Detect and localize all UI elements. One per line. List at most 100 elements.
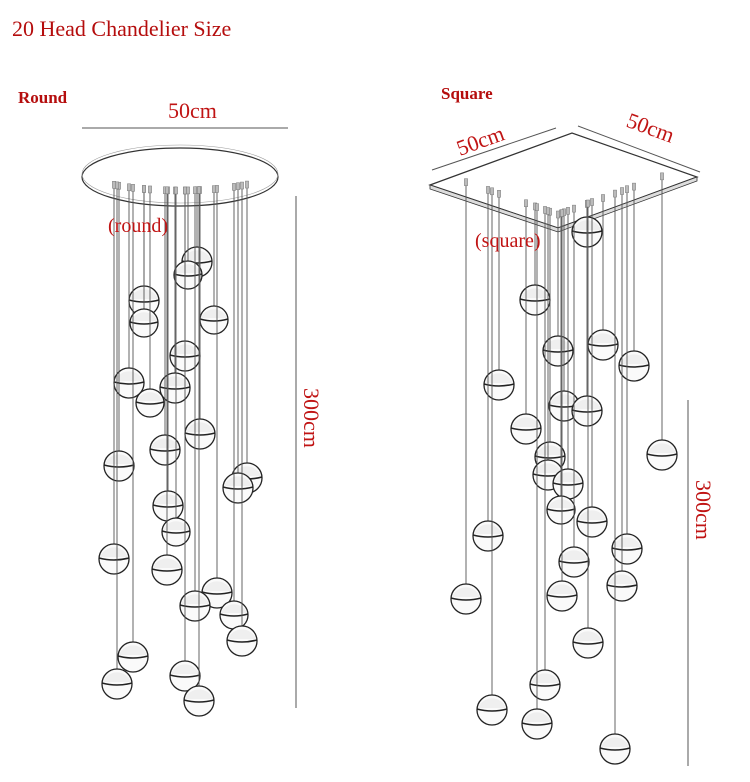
globe-upper-shade [560,550,588,560]
globe-band [476,708,508,712]
globe-band [546,508,576,512]
cord-fitting [131,184,135,192]
globe-upper-shade [185,689,213,699]
globe-band [552,482,584,486]
cord-fitting [601,194,605,202]
globe-band [587,343,619,347]
cord-fitting [590,198,594,206]
cord-fitting [165,186,169,195]
cord-fitting [660,172,664,181]
cord-fitting [464,178,468,186]
globe-band [183,699,215,703]
cord-fitting [193,186,197,194]
globe-upper-shade [521,288,549,298]
cord-fitting [632,182,636,191]
globe-band [135,401,165,405]
globe-upper-shade [175,264,201,273]
globe-band [618,364,650,368]
square-label: Square [441,84,493,103]
globe-upper-shade [550,394,578,404]
globe-upper-shade [221,604,247,613]
globe-band [222,486,254,490]
cord-fitting [586,199,590,208]
globe-upper-shade [452,587,480,597]
globe-upper-shade [523,712,551,722]
globe-upper-shade [648,443,676,453]
globe-upper-shade [601,737,629,747]
globe-band [519,298,551,302]
globe-band [101,682,133,686]
cord-fitting [625,185,629,193]
square-pendants [450,172,678,765]
cord-fitting [112,181,116,189]
globe-band [201,591,233,595]
globe-upper-shade [151,438,179,448]
globe-upper-shade [131,312,157,321]
globe-upper-shade [474,524,502,534]
globe-band [606,584,638,588]
globe-band [611,547,643,551]
globe-band [159,386,191,390]
globe-band [472,534,504,538]
globe-upper-shade [186,422,214,432]
globe-band [199,318,229,322]
cord-fitting [245,180,249,189]
cord-fitting [148,185,152,194]
globe-band [529,683,561,687]
cord-fitting [572,204,576,213]
globe-upper-shade [478,698,506,708]
globe-band [113,381,145,385]
globe-band [450,597,482,601]
globe-band [483,383,515,387]
globe-band [179,604,211,608]
cord-fitting [186,186,190,195]
square-side-b-dimension-line [577,125,701,173]
globe-band [161,530,191,534]
globe-band [546,594,578,598]
globe-band [542,349,574,353]
globe-upper-shade [613,537,641,547]
round-label: Round [18,88,68,107]
globe-band [558,560,590,564]
globe-upper-shade [536,445,564,455]
cord-fitting [183,186,187,195]
globe-upper-shade [163,521,189,530]
cord-fitting [486,186,490,194]
globe-band [151,568,183,572]
globe-upper-shade [103,672,131,682]
globe-band [184,432,216,436]
cord-fitting [620,187,624,195]
square-shape-note: (square) [475,230,541,252]
globe-band [226,639,258,643]
globe-band [129,321,159,325]
globe-upper-shade [154,494,182,504]
globe-upper-shade [548,584,576,594]
cord-fitting [543,206,547,214]
globe-upper-shade [224,476,252,486]
cord-fitting [546,207,550,215]
globe-upper-shade [115,371,143,381]
globe-upper-shade [531,673,559,683]
page-title: 20 Head Chandelier Size [12,16,232,41]
globe-upper-shade [201,309,227,318]
globe-band [169,674,201,678]
cord-fitting [232,183,236,191]
square-side-a-dimension-line [431,127,557,171]
globe-upper-shade [228,629,256,639]
globe-upper-shade [181,594,209,604]
globe-band [599,747,631,751]
cord-fitting [560,209,564,217]
globe-band [219,613,249,617]
cord-fitting [174,186,178,195]
round-height-label: 300cm [299,388,324,448]
globe-upper-shade [171,664,199,674]
globe-upper-shade [203,581,231,591]
cord-fitting [212,185,216,193]
cord-fitting [556,210,560,219]
cord-fitting [197,186,201,194]
globe-band [521,722,553,726]
globe-band [117,655,149,659]
globe-band [98,557,130,561]
cord-fitting [535,203,539,211]
